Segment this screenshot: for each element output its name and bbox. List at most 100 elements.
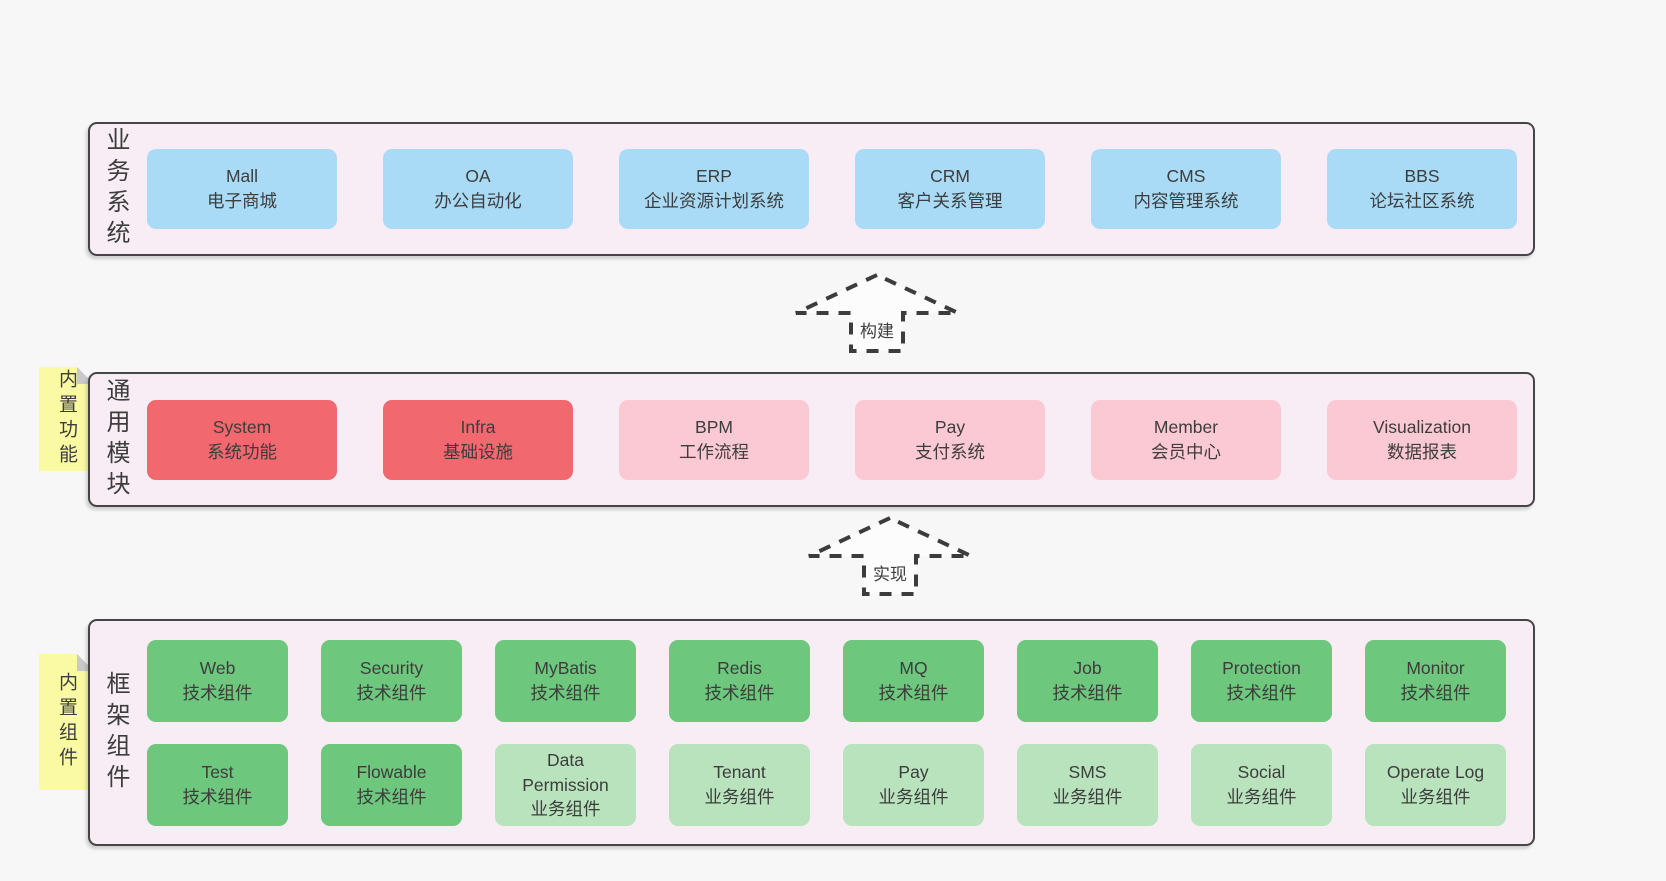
box-subtitle: 办公自动化 (434, 191, 522, 211)
box-subtitle: 技术组件 (878, 683, 949, 703)
box-subtitle: 技术组件 (1052, 683, 1123, 703)
box-subtitle: 技术组件 (1226, 683, 1297, 703)
box-title: BPM (695, 417, 733, 438)
box-subtitle: 企业资源计划系统 (644, 191, 784, 211)
box-subtitle: 业务组件 (704, 787, 775, 807)
box-title: Pay (934, 417, 966, 438)
box-tenant: Tenant 业务组件 (669, 744, 810, 826)
box-subtitle: 系统功能 (207, 442, 277, 462)
box-title: Data Permission (522, 749, 609, 795)
box-title: Member (1153, 417, 1219, 438)
section-label-business-systems: 业务系统 (102, 127, 129, 251)
box-subtitle: 数据报表 (1387, 442, 1457, 462)
box-subtitle: 业务组件 (878, 787, 949, 807)
box-title: MyBatis (534, 658, 597, 679)
box-title: Social (1237, 762, 1286, 783)
box-title: Operate Log (1386, 762, 1485, 783)
box-mall: Mall 电子商城 (147, 149, 337, 229)
box-title: Test (201, 762, 234, 783)
arrow-label-implement: 实现 (871, 560, 909, 585)
box-title: Job (1073, 658, 1102, 679)
box-subtitle: 技术组件 (182, 787, 253, 807)
box-subtitle: 内容管理系统 (1133, 191, 1239, 211)
arrow-build: 构建 (792, 272, 962, 354)
box-title: Web (199, 658, 236, 679)
box-title: ERP (696, 166, 732, 187)
box-title: Infra (460, 417, 496, 438)
box-subtitle: 会员中心 (1151, 442, 1221, 462)
box-mq: MQ 技术组件 (843, 640, 984, 722)
box-subtitle: 业务组件 (1226, 787, 1297, 807)
box-subtitle: 技术组件 (356, 787, 427, 807)
box-monitor: Monitor 技术组件 (1365, 640, 1506, 722)
box-redis: Redis 技术组件 (669, 640, 810, 722)
box-title: Monitor (1406, 658, 1465, 679)
box-title: Tenant (713, 762, 766, 783)
box-title: Redis (717, 658, 762, 679)
box-pay: Pay 支付系统 (855, 400, 1045, 480)
box-erp: ERP 企业资源计划系统 (619, 149, 809, 229)
box-subtitle: 技术组件 (182, 683, 253, 703)
box-subtitle: 业务组件 (1400, 787, 1471, 807)
box-title: SMS (1068, 762, 1107, 783)
box-pay: Pay 业务组件 (843, 744, 984, 826)
box-operate-log: Operate Log 业务组件 (1365, 744, 1506, 826)
box-test: Test 技术组件 (147, 744, 288, 826)
dashed-up-arrow-icon (795, 272, 959, 353)
box-subtitle: 业务组件 (1052, 787, 1123, 807)
box-title: Security (359, 658, 424, 679)
box-title: Pay (898, 762, 929, 783)
section-label-framework-components: 框架组件 (102, 670, 129, 795)
box-sms: SMS 业务组件 (1017, 744, 1158, 826)
box-subtitle: 技术组件 (356, 683, 427, 703)
box-flowable: Flowable 技术组件 (321, 744, 462, 826)
box-web: Web 技术组件 (147, 640, 288, 722)
box-member: Member 会员中心 (1091, 400, 1281, 480)
dashed-up-arrow-icon (808, 515, 972, 596)
box-title: MQ (899, 658, 928, 679)
box-title: Flowable (356, 762, 427, 783)
box-security: Security 技术组件 (321, 640, 462, 722)
box-subtitle: 论坛社区系统 (1369, 191, 1475, 211)
box-system: System 系统功能 (147, 400, 337, 480)
box-subtitle: 工作流程 (679, 442, 749, 462)
box-cms: CMS 内容管理系统 (1091, 149, 1281, 229)
box-subtitle: 技术组件 (530, 683, 601, 703)
box-subtitle: 支付系统 (915, 442, 985, 462)
box-title: Visualization (1373, 417, 1471, 438)
sticky-note-label: 内置功能 (56, 369, 77, 469)
box-subtitle: 客户关系管理 (897, 191, 1003, 211)
box-title: System (212, 417, 272, 438)
box-bpm: BPM 工作流程 (619, 400, 809, 480)
box-bbs: BBS 论坛社区系统 (1327, 149, 1517, 229)
box-subtitle: 技术组件 (704, 683, 775, 703)
sticky-note-builtin-features: 内置功能 (39, 367, 94, 471)
box-job: Job 技术组件 (1017, 640, 1158, 722)
box-mybatis: MyBatis 技术组件 (495, 640, 636, 722)
box-title: CMS (1166, 166, 1206, 187)
arrow-label-build: 构建 (858, 317, 896, 342)
box-protection: Protection 技术组件 (1191, 640, 1332, 722)
box-subtitle: 电子商城 (207, 191, 277, 211)
box-title: Mall (225, 166, 259, 187)
section-label-common-modules: 通用模块 (102, 377, 129, 502)
arrow-implement: 实现 (805, 515, 975, 597)
box-title: Protection (1222, 658, 1301, 679)
box-subtitle: 技术组件 (1400, 683, 1471, 703)
box-title: BBS (1404, 166, 1440, 187)
sticky-note-builtin-components: 内置组件 (39, 654, 94, 790)
sticky-note-label: 内置组件 (56, 672, 77, 772)
box-visualization: Visualization 数据报表 (1327, 400, 1517, 480)
